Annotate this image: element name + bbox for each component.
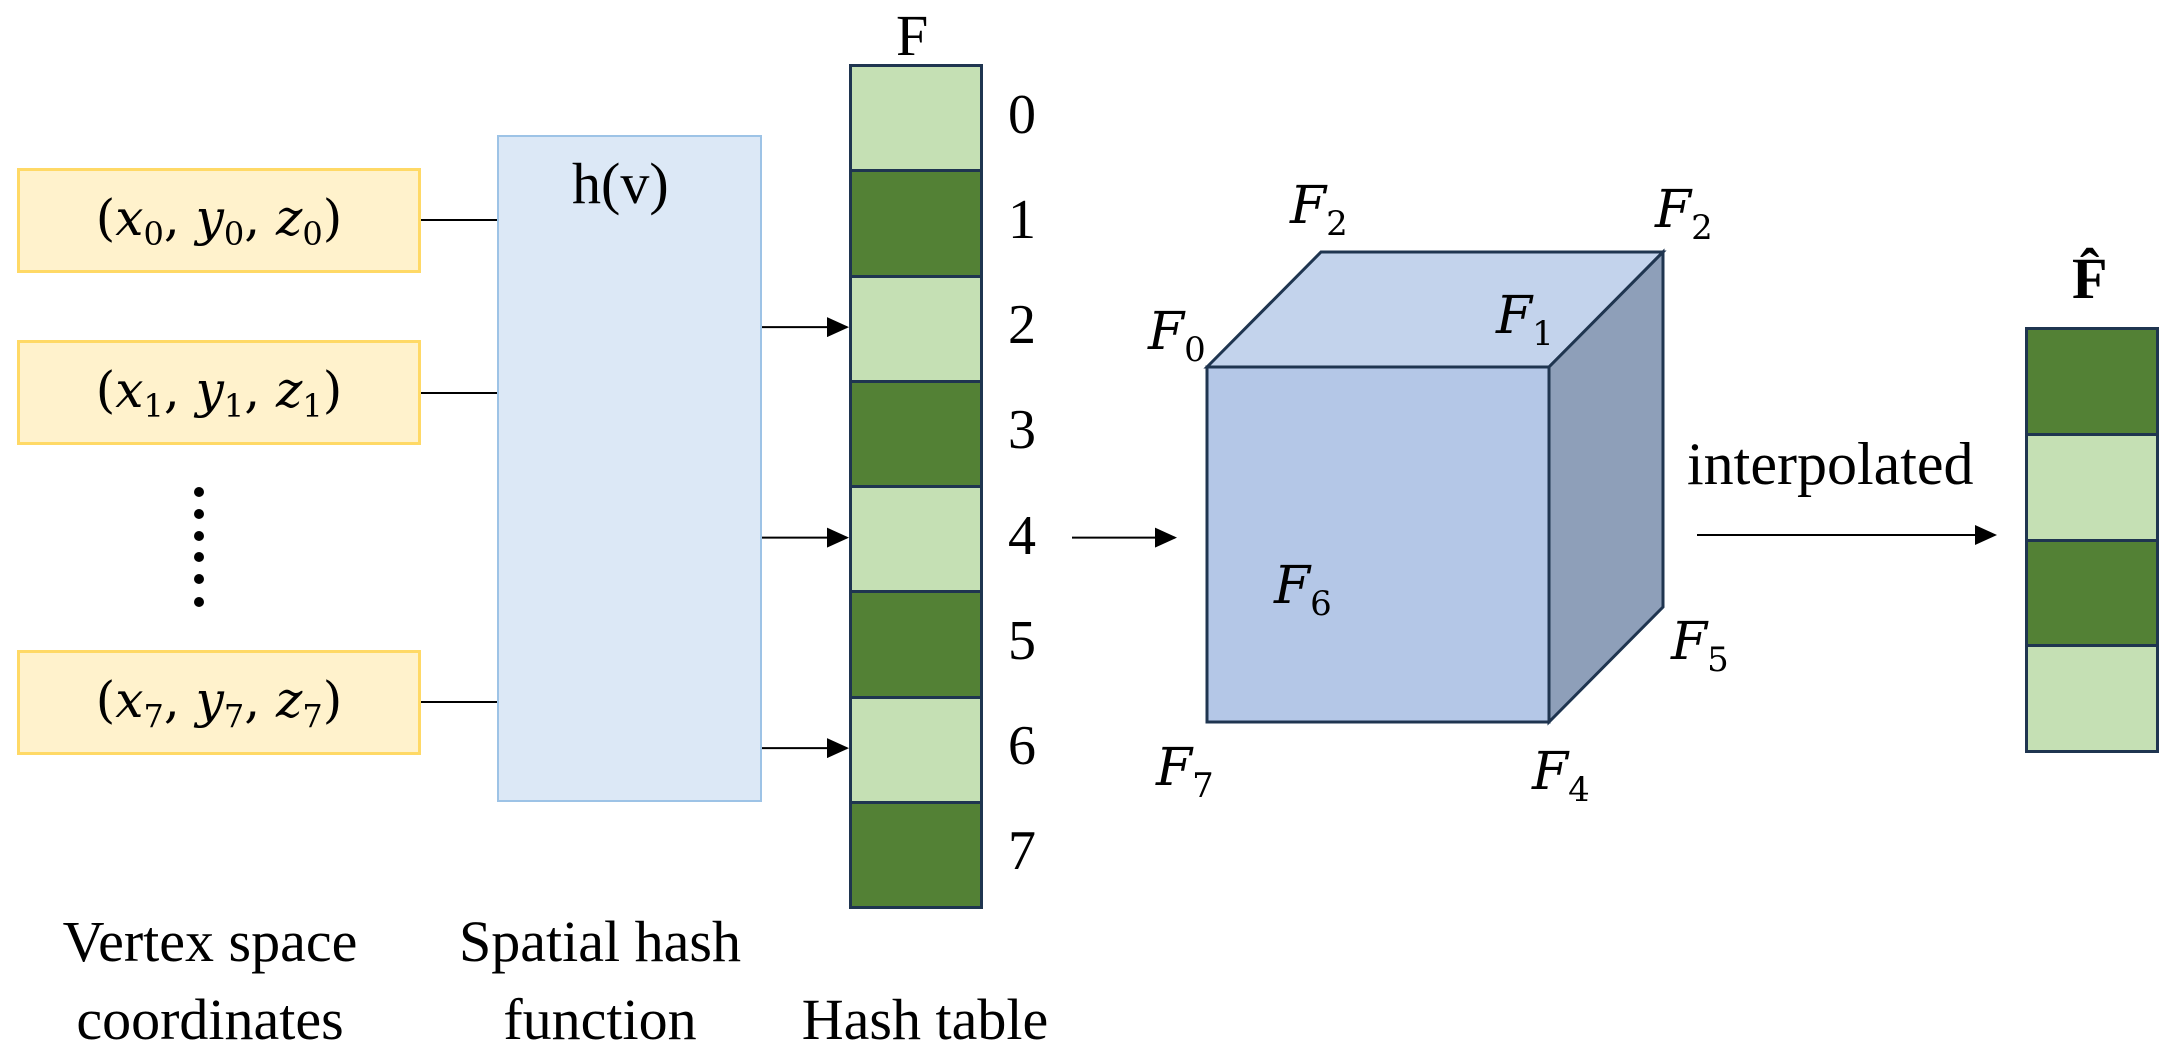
- hash-table-cell: [849, 590, 983, 699]
- hash-table-cell: [849, 169, 983, 278]
- hash-function-panel: [497, 135, 762, 802]
- interpolated-label: interpolated: [1687, 431, 1974, 497]
- hash-table-cell: [849, 274, 983, 383]
- hash-table-index: 4: [1008, 504, 1036, 567]
- hash-table-index: 0: [1008, 83, 1036, 146]
- vertex-coord-box-7: (x7, y7, z7): [17, 650, 421, 755]
- hash-table-title: F: [896, 3, 929, 68]
- output-cell: [2025, 644, 2159, 753]
- vertex-coord-1: (x1, y1, z1): [95, 360, 343, 425]
- ellipsis-dot: [194, 574, 204, 584]
- caption-vertex-coordinates: Vertex space coordinates: [62, 909, 358, 1052]
- cube-corner-label-f1: F1: [1496, 286, 1554, 354]
- ellipsis-dot: [194, 597, 204, 607]
- output-cell: [2025, 432, 2159, 542]
- hash-table-index: 6: [1008, 715, 1036, 778]
- cube-corner-label-f5: F5: [1671, 612, 1729, 680]
- cube-corner-label-f0: F0: [1148, 302, 1206, 370]
- hash-table-cell: [849, 800, 983, 909]
- vertex-coord-box-0: (x0, y0, z0): [17, 168, 421, 273]
- hash-table-cell: [849, 379, 983, 488]
- caption-hash-table: Hash table: [801, 987, 1049, 1052]
- cube-corner-label-f6: F6: [1274, 556, 1332, 624]
- hash-table-cell: [849, 485, 983, 594]
- hash-table-index: 7: [1008, 820, 1036, 883]
- output-cell: [2025, 538, 2159, 648]
- hash-table-cell: [849, 695, 983, 804]
- vertex-coord-box-1: (x1, y1, z1): [17, 340, 421, 445]
- hash-table-index: 2: [1008, 294, 1036, 357]
- hash-function-label: h(v): [572, 151, 669, 216]
- ellipsis-dot: [194, 509, 204, 519]
- output-cell: [2025, 327, 2159, 436]
- hash-table-index: 1: [1008, 188, 1036, 251]
- ellipsis-dot: [194, 552, 204, 562]
- output-title: F̂: [2072, 246, 2108, 311]
- ellipsis-dot: [194, 531, 204, 541]
- cube-corner-label-f7: F7: [1156, 738, 1214, 806]
- cube-corner-label-f2-right: F2: [1655, 180, 1713, 248]
- vertex-coord-7: (x7, y7, z7): [95, 670, 343, 735]
- hash-table-cell: [849, 64, 983, 173]
- hash-table-index: 5: [1008, 609, 1036, 672]
- output-feature-vector: [2025, 327, 2159, 753]
- caption-spatial-hash-function: Spatial hash function: [459, 909, 741, 1052]
- vertex-coord-0: (x0, y0, z0): [95, 188, 343, 253]
- hash-table: [849, 64, 983, 909]
- cube-corner-label-f4: F4: [1532, 742, 1590, 810]
- ellipsis-dot: [194, 487, 204, 497]
- cube-corner-label-f2-left: F2: [1290, 176, 1348, 244]
- hash-table-index: 3: [1008, 399, 1036, 462]
